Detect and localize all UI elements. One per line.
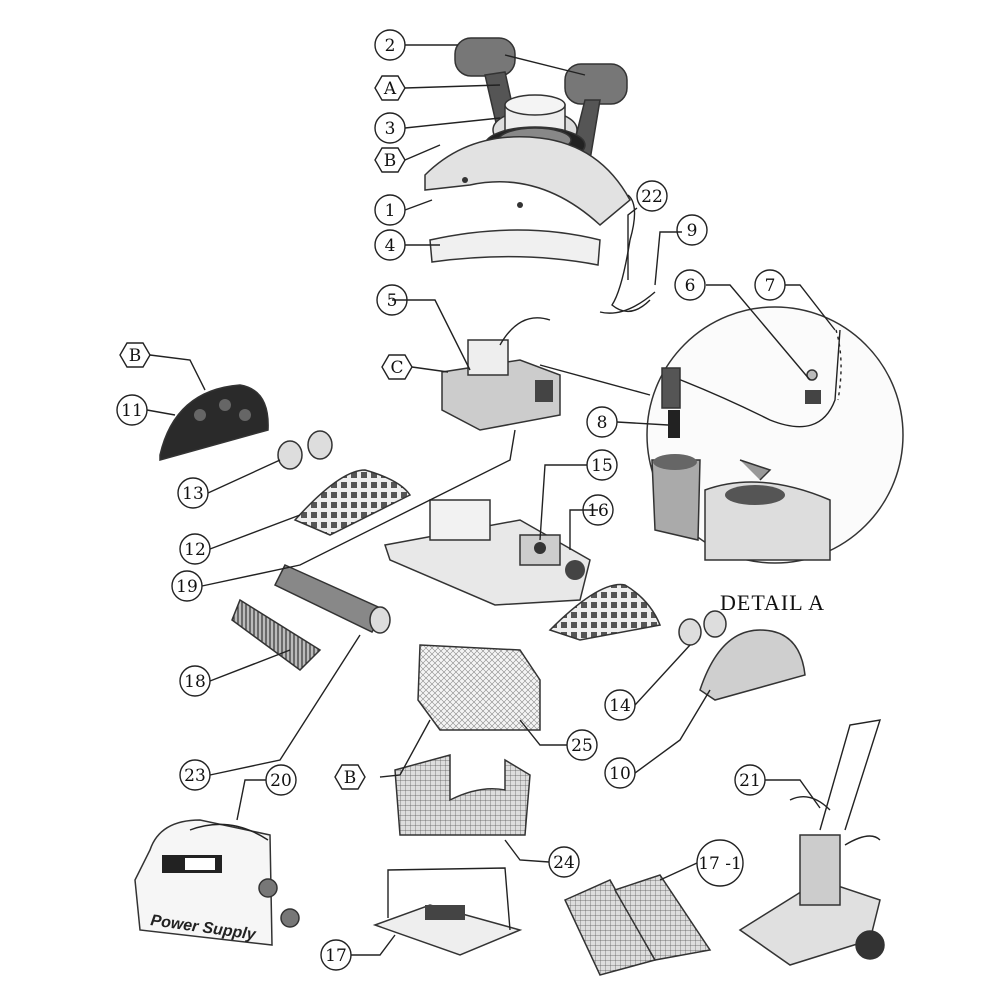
callout-25: 25 [566,729,598,761]
filter-bag-part [394,754,531,836]
svg-text:2: 2 [385,36,396,56]
svg-text:10: 10 [609,764,631,784]
svg-text:19: 19 [176,577,198,597]
motor-base-part [441,317,561,431]
svg-text:17: 17 [325,946,347,966]
callout-7: 7 [754,269,786,301]
left-track-part [293,469,412,536]
svg-text:B: B [129,346,142,366]
svg-text:18: 18 [184,672,206,692]
left-side-cover-part [159,384,269,461]
callout-1: 1 [374,194,406,226]
detail-a-title: DETAIL A [720,590,825,615]
right-wheels-part [678,610,727,646]
callout-16: 16 [582,494,614,526]
svg-text:C: C [390,358,403,378]
brush-part [231,598,322,671]
callout-11: 11 [116,394,148,426]
filter-mesh-part [417,644,541,731]
top-cover-part [424,136,631,226]
callout-6: 6 [674,269,706,301]
svg-text:25: 25 [571,736,593,756]
cable-part [599,194,656,314]
svg-text:3: 3 [385,119,396,139]
callout-17-1: 17 -1 [696,839,744,887]
callout-c: C [381,354,413,380]
svg-text:8: 8 [597,413,608,433]
callout-9: 9 [676,214,708,246]
svg-text:1: 1 [385,201,396,221]
callout-23: 23 [179,759,211,791]
svg-text:17 -1: 17 -1 [698,854,742,874]
callout-19: 19 [171,570,203,602]
svg-text:22: 22 [641,187,663,207]
svg-text:21: 21 [739,771,761,791]
callout-13: 13 [177,477,209,509]
svg-text:14: 14 [609,696,631,716]
chassis-part [384,499,591,606]
svg-text:15: 15 [591,456,613,476]
svg-text:A: A [383,79,397,99]
callout-2: 2 [374,29,406,61]
callout-4: 4 [374,229,406,261]
callout-18: 18 [179,665,211,697]
leader-lines [146,44,836,956]
control-unit-part [372,867,523,956]
callout-17: 17 [320,939,352,971]
right-side-cover-part [699,629,806,701]
svg-text:11: 11 [121,401,143,421]
callout-3: 3 [374,112,406,144]
right-track-part [548,583,662,641]
svg-text:13: 13 [182,484,204,504]
caddy-part [738,719,885,966]
callout-22: 22 [636,180,668,212]
left-wheels-part [277,430,333,470]
callout-24: 24 [548,846,580,878]
callout-b-bottom: B [334,764,366,790]
callout-20: 20 [265,764,297,796]
svg-text:5: 5 [387,291,398,311]
svg-text:16: 16 [587,501,609,521]
callout-15: 15 [586,449,618,481]
callout-14: 14 [604,689,636,721]
callout-a: A [374,75,406,101]
roller-part [273,564,391,634]
svg-text:B: B [344,768,357,788]
handle-part [454,37,628,161]
callout-10: 10 [604,757,636,789]
power-supply-part [134,819,300,946]
detail-a-magnifier [646,306,904,564]
svg-text:12: 12 [184,540,206,560]
svg-text:23: 23 [184,766,206,786]
callout-b-top: B [374,147,406,173]
filter-cartridges-part [563,874,712,976]
svg-text:4: 4 [385,236,396,256]
cover-strip-part [429,229,601,266]
svg-text:9: 9 [687,221,698,241]
svg-text:6: 6 [685,276,696,296]
svg-text:7: 7 [765,276,776,296]
callout-5: 5 [376,284,408,316]
svg-text:20: 20 [270,771,292,791]
callout-21: 21 [734,764,766,796]
callout-8: 8 [586,406,618,438]
svg-text:24: 24 [553,853,575,873]
callout-12: 12 [179,533,211,565]
callout-b-left: B [119,342,151,368]
svg-text:B: B [384,151,397,171]
